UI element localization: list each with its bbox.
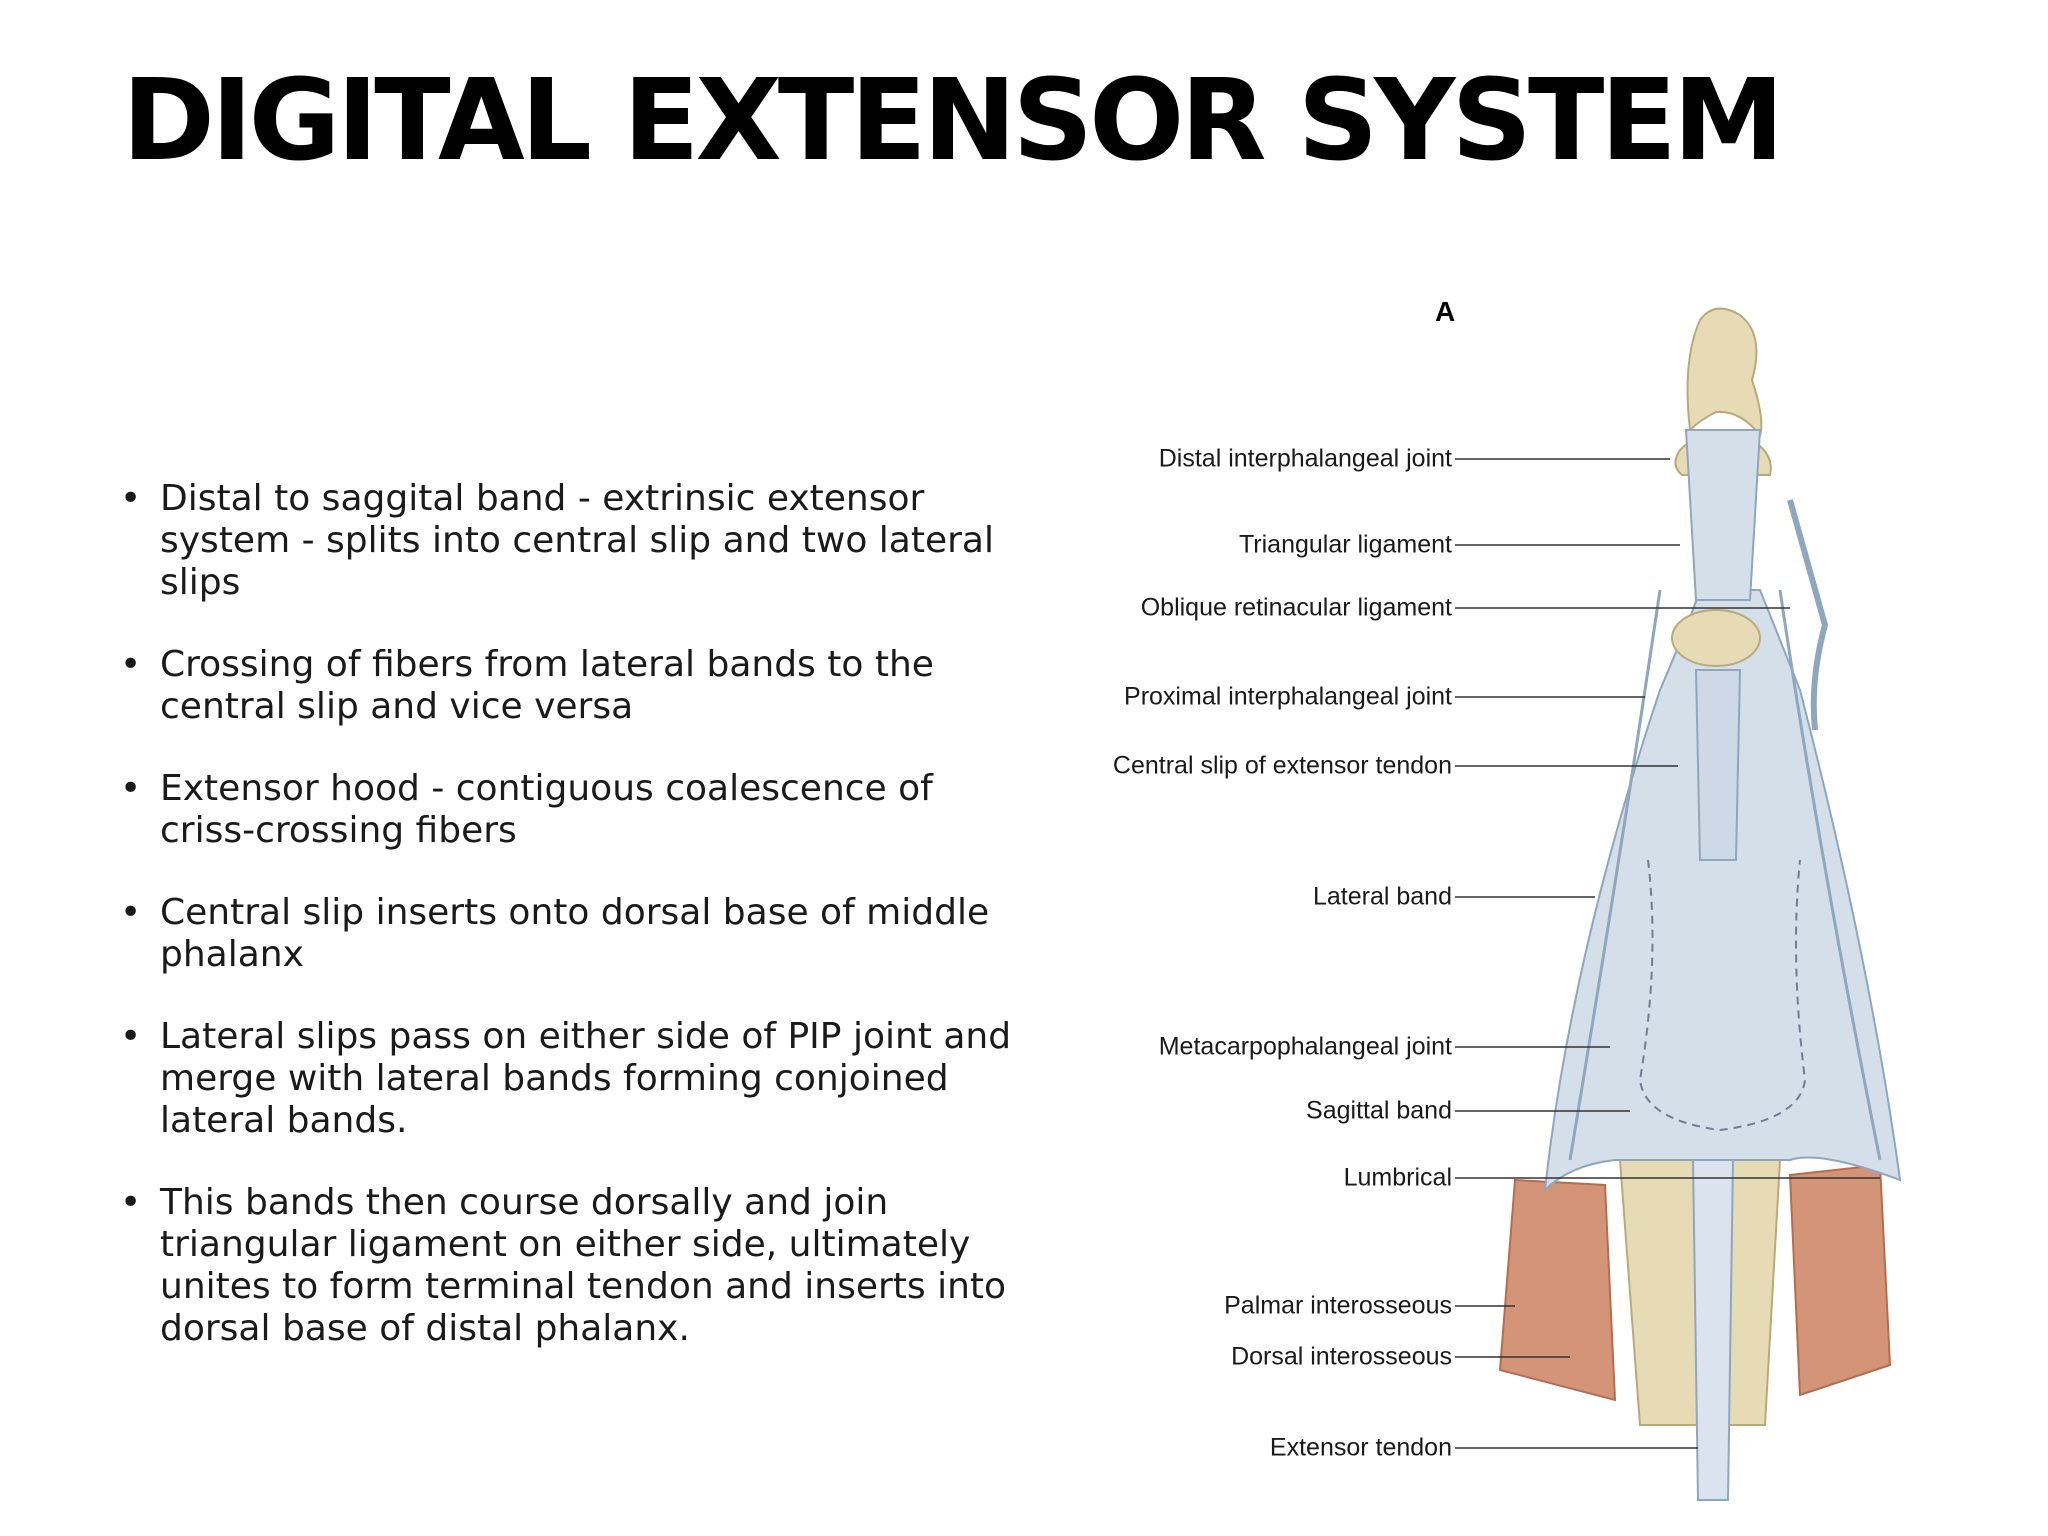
bullet-item: • Extensor hood - contiguous coalescence … bbox=[118, 768, 1018, 852]
extensor-hood bbox=[1543, 589, 1902, 1193]
distal-phalanx-bone bbox=[1686, 307, 1763, 438]
slide-title: DIGITAL EXTENSOR SYSTEM bbox=[122, 56, 1784, 186]
bullet-list: • Distal to saggital band - extrinsic ext… bbox=[118, 478, 1018, 1390]
oblique-retinacular-ligament bbox=[1787, 499, 1829, 731]
pip-joint-bone bbox=[1671, 609, 1761, 667]
bullet-dot: • bbox=[120, 644, 142, 685]
label-extensor-tendon: Extensor tendon bbox=[1269, 1433, 1452, 1462]
bullet-dot: • bbox=[120, 768, 142, 809]
label-triangular-ligament: Triangular ligament bbox=[1238, 530, 1452, 559]
bullet-item: • This bands then course dorsally and joi… bbox=[118, 1182, 1018, 1350]
label-column: Distal interphalangeal joint Triangular … bbox=[1100, 260, 1452, 1520]
label-oblique-retinacular-ligament: Oblique retinacular ligament bbox=[1140, 593, 1452, 622]
label-dorsal-interosseous: Dorsal interosseous bbox=[1231, 1342, 1452, 1371]
label-dip-joint: Distal interphalangeal joint bbox=[1158, 444, 1452, 473]
label-central-slip: Central slip of extensor tendon bbox=[1112, 751, 1452, 780]
terminal-tendon bbox=[1684, 429, 1762, 601]
lateral-band-left bbox=[1568, 589, 1662, 1161]
sagittal-band-outline bbox=[1638, 859, 1807, 1132]
left-interosseous-muscle bbox=[1498, 1178, 1617, 1402]
bullet-item: • Central slip inserts onto dorsal base o… bbox=[118, 892, 1018, 976]
lateral-band-right bbox=[1778, 589, 1882, 1161]
bullet-dot: • bbox=[120, 1016, 142, 1057]
label-lumbrical: Lumbrical bbox=[1343, 1163, 1452, 1192]
label-mcp-joint: Metacarpophalangeal joint bbox=[1158, 1032, 1452, 1061]
leader-lines bbox=[1455, 458, 1880, 1449]
bullet-text: This bands then course dorsally and join… bbox=[160, 1182, 1007, 1349]
bullet-dot: • bbox=[120, 892, 142, 933]
panel-letter: A bbox=[1435, 296, 1456, 327]
bullet-item: • Distal to saggital band - extrinsic ext… bbox=[118, 478, 1018, 604]
extensor-tendon bbox=[1691, 1159, 1735, 1501]
bullet-text: Crossing of fibers from lateral bands to… bbox=[160, 644, 934, 727]
label-lateral-band: Lateral band bbox=[1312, 882, 1452, 911]
bullet-dot: • bbox=[120, 478, 142, 519]
bullet-dot: • bbox=[120, 1182, 142, 1223]
bullet-item: • Lateral slips pass on either side of PI… bbox=[118, 1016, 1018, 1142]
right-interosseous-muscle bbox=[1788, 1163, 1892, 1397]
bullet-text: Distal to saggital band - extrinsic exte… bbox=[160, 478, 994, 603]
central-slip bbox=[1694, 669, 1742, 861]
bullet-text: Lateral slips pass on either side of PIP… bbox=[160, 1016, 1012, 1141]
extensor-anatomy-figure: A Distal interphalangeal joint Triangula… bbox=[1100, 260, 2000, 1520]
bullet-text: Extensor hood - contiguous coalescence o… bbox=[160, 768, 933, 851]
label-pip-joint: Proximal interphalangeal joint bbox=[1124, 682, 1452, 711]
finger-illustration bbox=[1455, 307, 1902, 1501]
label-sagittal-band: Sagittal band bbox=[1306, 1096, 1452, 1125]
label-palmar-interosseous: Palmar interosseous bbox=[1224, 1291, 1452, 1320]
bullet-text: Central slip inserts onto dorsal base of… bbox=[160, 892, 990, 975]
bullet-item: • Crossing of fibers from lateral bands t… bbox=[118, 644, 1018, 728]
